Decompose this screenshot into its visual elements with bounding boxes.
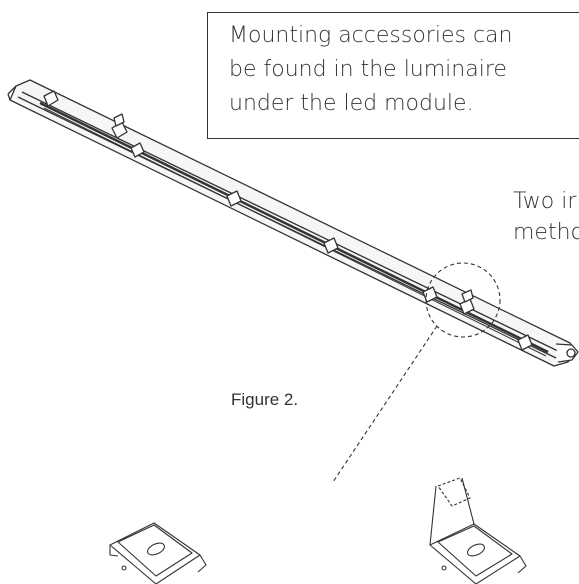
callout-line-2: be found in the luminaire [229,57,507,82]
side-text-line-2: metho [513,220,579,245]
luminaire [7,79,579,367]
side-text-line-1: Two ir [513,189,577,214]
clip-1 [43,90,59,107]
mounting-bracket-left [109,522,207,584]
clip-4 [226,190,242,207]
clip-3 [130,142,145,158]
figure-label: Figure 2. [231,390,299,409]
leader-line [332,325,438,483]
clip-7 [517,334,533,351]
clip-5 [323,237,339,254]
mounting-bracket-right [429,477,527,584]
callout-line-3: under the led module. [229,91,474,116]
clip-6 [422,286,475,315]
end-cap [555,343,579,363]
clip-2 [111,113,128,139]
callout-line-1: Mounting accessories can [229,23,513,48]
mounting-accessories-callout: Mounting accessories can be found in the… [207,12,579,139]
detail-circle [425,262,501,338]
